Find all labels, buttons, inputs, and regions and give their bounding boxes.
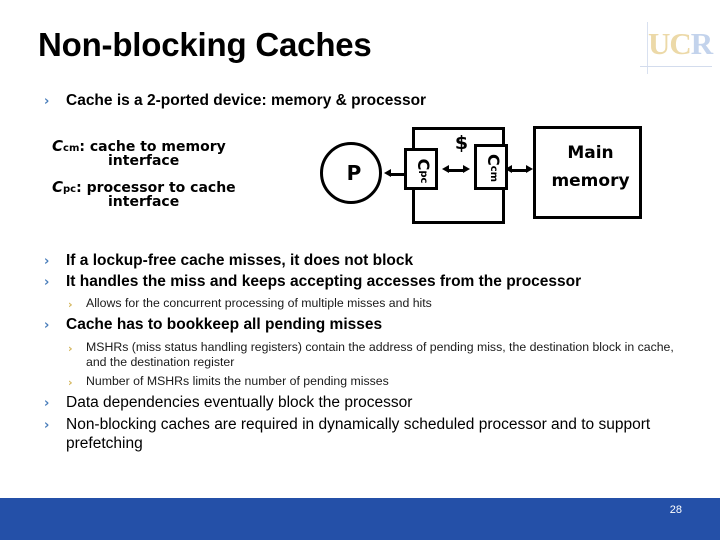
bullet-item-4: › Cache has to bookkeep all pending miss… bbox=[44, 316, 694, 335]
bullet-text: Cache has to bookkeep all pending misses bbox=[66, 316, 383, 333]
bullet-chevron-icon: › bbox=[44, 396, 50, 411]
legend-symbol: C bbox=[52, 137, 64, 155]
bullet-item-4-sub-2: › Number of MSHRs limits the number of p… bbox=[68, 374, 686, 389]
bullet-item-3-sub-1: › Allows for the concurrent processing o… bbox=[68, 296, 688, 311]
memory-label-line1: Main bbox=[567, 143, 614, 163]
arrow-internal-cache bbox=[442, 165, 470, 173]
legend-symbol: C bbox=[52, 178, 64, 196]
port-symbol: C bbox=[484, 153, 504, 166]
processor-label: P bbox=[346, 161, 362, 185]
ucr-logo: UCR bbox=[640, 22, 713, 74]
bullet-text: If a lockup-free cache misses, it does n… bbox=[66, 252, 414, 269]
bullet-chevron-icon: › bbox=[68, 376, 73, 389]
bullet-item-5: › Data dependencies eventually block the… bbox=[44, 394, 694, 413]
legend-description: : cache to memory bbox=[79, 139, 226, 155]
legend-entry-cpc-line2: interface bbox=[108, 194, 180, 210]
legend-subscript: cm bbox=[63, 143, 80, 154]
memory-label-line2: memory bbox=[551, 171, 630, 191]
arrow-cache-memory bbox=[505, 165, 533, 173]
bullet-chevron-icon: › bbox=[44, 254, 50, 269]
bullet-text: MSHRs (miss status handling registers) c… bbox=[86, 340, 674, 369]
bullet-text: It handles the miss and keeps accepting … bbox=[66, 273, 582, 290]
bullet-text: Number of MSHRs limits the number of pen… bbox=[86, 374, 389, 388]
bullet-chevron-icon: › bbox=[68, 342, 73, 355]
logo-wordmark: UCR bbox=[648, 26, 713, 61]
bullet-text: Allows for the concurrent processing of … bbox=[86, 296, 432, 310]
logo-r-text: R bbox=[690, 26, 713, 61]
bullet-chevron-icon: › bbox=[44, 275, 50, 290]
legend-entry-ccm: Ccm: cache to memory bbox=[52, 136, 226, 155]
legend-subscript: pc bbox=[63, 184, 77, 195]
processor-node: P bbox=[320, 142, 382, 204]
page-title: Non-blocking Caches bbox=[38, 26, 372, 63]
bullet-chevron-icon: › bbox=[44, 94, 50, 109]
bullet-item-1: › Cache is a 2-ported device: memory & p… bbox=[44, 92, 684, 111]
port-subscript: cm bbox=[488, 165, 500, 183]
legend-description: : processor to cache bbox=[76, 180, 236, 196]
cache-interface-diagram: Ccm: cache to memory interface Cpc: proc… bbox=[0, 112, 720, 234]
page-number: 28 bbox=[669, 504, 682, 516]
bullet-item-2: › If a lockup-free cache misses, it does… bbox=[44, 252, 694, 271]
port-subscript: pc bbox=[418, 170, 430, 184]
logo-uc-text: UC bbox=[648, 26, 692, 61]
bullet-item-3: › It handles the miss and keeps acceptin… bbox=[44, 273, 694, 292]
footer-bar bbox=[0, 498, 720, 540]
bullet-text: Data dependencies eventually block the p… bbox=[66, 394, 413, 411]
bullet-chevron-icon: › bbox=[44, 418, 50, 433]
logo-divider-vertical bbox=[647, 22, 648, 74]
cache-label: $ bbox=[454, 132, 469, 154]
logo-divider-horizontal bbox=[640, 66, 712, 67]
main-memory-box: Main memory bbox=[533, 126, 642, 219]
bullet-item-4-sub-1: › MSHRs (miss status handling registers)… bbox=[68, 340, 686, 370]
bullet-chevron-icon: › bbox=[44, 318, 50, 333]
port-symbol: C bbox=[414, 158, 434, 171]
legend-entry-cpc: Cpc: processor to cache bbox=[52, 177, 236, 196]
legend-entry-ccm-line2: interface bbox=[108, 153, 180, 169]
bullet-item-6: › Non-blocking caches are required in dy… bbox=[44, 416, 669, 454]
bullet-chevron-icon: › bbox=[68, 298, 73, 311]
bullet-text: Cache is a 2-ported device: memory & pro… bbox=[66, 92, 427, 109]
bullet-text: Non-blocking caches are required in dyna… bbox=[66, 416, 651, 452]
